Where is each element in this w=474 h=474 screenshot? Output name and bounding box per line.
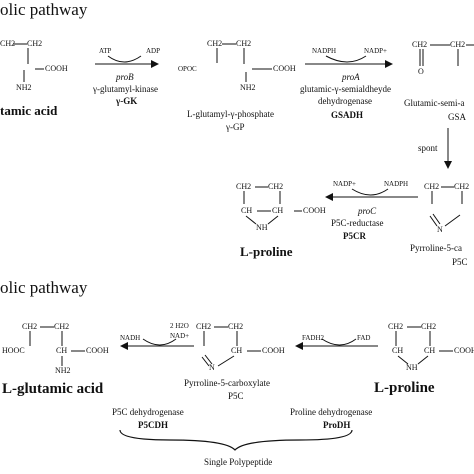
p5c-bottom-name: Pyrroline-5-carboxylate: [184, 378, 270, 388]
enzyme-prodh-abbrev: ProDH: [323, 420, 351, 430]
p5c-bottom-n: N: [209, 363, 215, 372]
glutamic-nh2: NH2: [16, 83, 32, 92]
glu-bottom-name: L-glutamic acid: [2, 381, 104, 397]
cofactor-curve-p5cdh: [142, 338, 177, 346]
catabolic-heading: olic pathway: [0, 278, 88, 297]
cofactor-curve-prodh: [321, 338, 357, 346]
proline-bottom-ch2-left: CH2: [388, 322, 404, 331]
enzyme-gsadh-line2: dehydrogenase: [318, 96, 372, 106]
enzyme-prodh-name: Proline dehydrogenase: [290, 407, 373, 417]
nadh-label: NADH: [120, 334, 141, 342]
gene-prob: proB: [116, 72, 134, 82]
bond: [204, 354, 213, 365]
gene-proc: proC: [358, 206, 377, 216]
bond: [444, 214, 461, 227]
bond: [201, 356, 210, 367]
nadp-plus-label-2: NADP+: [333, 180, 357, 188]
glu-bottom-ch2-left: CH2: [22, 322, 38, 331]
glutamic-cooh: COOH: [45, 64, 68, 73]
water-label: 2 H2O: [170, 322, 189, 330]
gsa-ch2-left: CH2: [412, 40, 428, 49]
p5c-top-abbrev: P5C: [452, 257, 468, 267]
proline-top-cooh: COOH: [303, 206, 326, 215]
proline-top-ch-right: CH: [272, 206, 284, 215]
p5c-top-name: Pyrroline-5-ca: [410, 243, 462, 253]
p5c-bottom-ch2-right: CH2: [228, 322, 244, 331]
p5c-bottom-abbrev: P5C: [228, 391, 244, 401]
gsa-ch2-right: CH2: [450, 40, 466, 49]
glu-bottom-ch2-right: CH2: [54, 322, 70, 331]
gsa-name: Glutamic-semi-a: [404, 98, 465, 108]
proline-top-ch2-right: CH2: [268, 182, 284, 191]
fad-label: FAD: [357, 334, 371, 342]
proline-bottom-name: L-proline: [374, 380, 435, 396]
phosphate-abbrev: γ-GP: [226, 122, 245, 132]
bond: [267, 215, 279, 225]
glu-bottom-nh2: NH2: [55, 366, 71, 375]
enzyme-gk-name: γ-glutamyl-kinase: [93, 84, 158, 94]
single-polypeptide-label: Single Polypeptide: [204, 457, 273, 467]
enzyme-p5cr-abbrev: P5CR: [343, 231, 366, 241]
proline-bottom-ch-left: CH: [392, 346, 404, 355]
spont-label: spont: [418, 143, 438, 153]
bond: [432, 213, 441, 225]
bond: [217, 355, 235, 367]
phosphate-opoc: OPOC: [178, 65, 197, 73]
p5c-top-ch2-left: CH2: [424, 182, 440, 191]
glu-bottom-cooh: COOH: [86, 346, 109, 355]
phosphate-nh2: NH2: [240, 83, 256, 92]
gsa-abbrev: GSA: [448, 112, 467, 122]
glu-bottom-hooc: HOOC: [2, 346, 25, 355]
nad-plus-label: NAD+: [170, 332, 190, 340]
enzyme-gsadh-abbrev: GSADH: [331, 110, 364, 120]
proline-top-name: L-proline: [240, 244, 293, 259]
bond: [245, 215, 257, 225]
gsa-oxygen: O: [418, 67, 424, 76]
proline-bottom-nh: NH: [406, 363, 418, 372]
p5c-top-n: N: [437, 225, 443, 234]
proline-bottom-cooh: COOH: [454, 346, 474, 355]
enzyme-p5cdh-abbrev: P5CDH: [138, 420, 168, 430]
nadph-label: NADPH: [312, 47, 337, 55]
cofactor-curve-p5cr: [351, 188, 389, 196]
phosphate-cooh: COOH: [273, 64, 296, 73]
proline-top-nh: NH: [256, 223, 268, 232]
bond: [429, 215, 438, 227]
bond: [417, 355, 429, 365]
glutamic-acid-name: tamic acid: [0, 103, 58, 118]
proline-top-ch2-left: CH2: [236, 182, 252, 191]
p5c-top-ch2-right: CH2: [454, 182, 470, 191]
nadp-plus-label: NADP+: [364, 47, 388, 55]
fadh2-label: FADH2: [302, 334, 325, 342]
atp-label: ATP: [99, 47, 112, 55]
cofactor-curve-gk: [107, 55, 142, 63]
nadph-label-2: NADPH: [384, 180, 409, 188]
gene-proa: proA: [342, 72, 360, 82]
enzyme-gk-abbrev: γ-GK: [116, 96, 138, 106]
enzyme-p5cr-name: P5C-reductase: [331, 218, 384, 228]
p5c-bottom-ch-right: CH: [231, 346, 243, 355]
p5c-bottom-ch2-left: CH2: [196, 322, 212, 331]
phosphate-ch2-left: CH2: [207, 39, 223, 48]
curly-brace: [119, 429, 353, 451]
glutamic-ch2-left: CH2: [0, 39, 16, 48]
enzyme-p5cdh-name: P5C dehydrogenase: [112, 407, 184, 417]
phosphate-name: L-glutamyl-γ-phosphate: [187, 109, 274, 119]
p5c-bottom-cooh: COOH: [262, 346, 285, 355]
phosphate-ch2-right: CH2: [236, 39, 252, 48]
proline-bottom-ch-right: CH: [424, 346, 436, 355]
glu-bottom-ch: CH: [56, 346, 68, 355]
proline-bottom-ch2-right: CH2: [421, 322, 437, 331]
glutamic-ch2-right: CH2: [27, 39, 43, 48]
bond: [397, 355, 409, 365]
enzyme-gsadh-line1: glutamic-γ-semialdheyde: [300, 84, 391, 94]
adp-label: ADP: [146, 47, 161, 55]
cofactor-curve-gsadh: [325, 55, 367, 63]
proline-top-ch-left: CH: [241, 206, 253, 215]
biosynthetic-heading: olic pathway: [0, 0, 88, 19]
